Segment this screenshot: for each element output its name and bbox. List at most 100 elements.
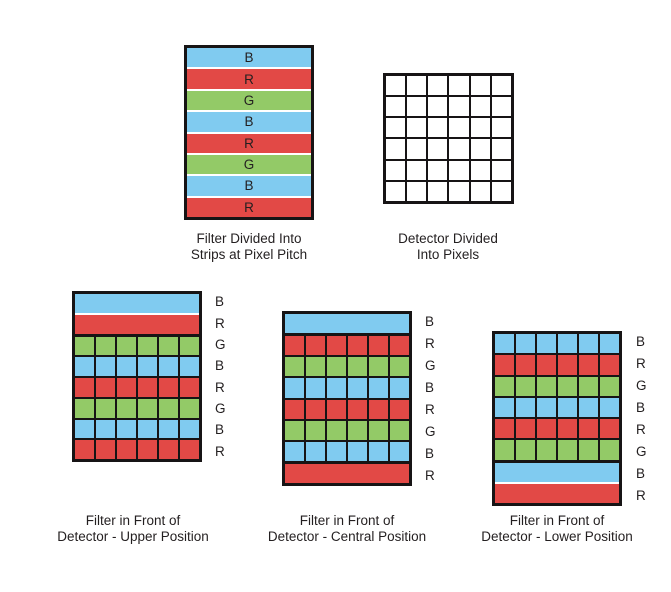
filtered-pixel-cell [304, 441, 325, 461]
filtered-pixel-cell [388, 399, 409, 419]
filter-strip-green: G [187, 90, 311, 111]
filter-strip-red: R [187, 69, 311, 89]
filtered-pixel-cell [495, 397, 514, 417]
filtered-pixel-cell [75, 378, 94, 397]
filtered-pixel-cell [285, 336, 304, 356]
detector-pixel [470, 76, 490, 96]
filtered-pixel-cell [556, 419, 577, 439]
overlay-row-blue [75, 417, 199, 439]
row-label: G [215, 401, 226, 417]
filtered-pixel-cell [535, 397, 556, 417]
overlay-row-blue [75, 355, 199, 376]
filtered-pixel-cell [157, 398, 178, 418]
filtered-pixel-cell [514, 334, 535, 354]
filtered-pixel-cell [178, 440, 199, 459]
filter-strip-green: G [187, 154, 311, 175]
filtered-pixel-cell [514, 440, 535, 460]
filtered-pixel-cell [94, 378, 115, 397]
overlay-row-green [495, 438, 619, 460]
detector-pixel [491, 139, 511, 159]
filtered-pixel-cell [577, 376, 598, 396]
filtered-pixel-cell [115, 378, 136, 397]
row-label: R [425, 336, 435, 352]
overlay-central-position-diagram [282, 311, 412, 486]
detector-pixel [470, 118, 490, 138]
detector-pixel [428, 160, 448, 180]
filtered-pixel-cell [178, 419, 199, 439]
filtered-pixel-cell [388, 336, 409, 356]
filtered-pixel-cell [598, 355, 619, 375]
filtered-pixel-cell [136, 419, 157, 439]
overlay-row-red [495, 481, 619, 503]
filtered-pixel-cell [367, 378, 388, 398]
detector-pixel [386, 76, 406, 96]
strip-letter: B [244, 178, 254, 194]
caption-line: Detector - Upper Position [57, 528, 209, 544]
filtered-pixel-cell [136, 440, 157, 459]
overlay-upper-caption: Filter in Front of Detector - Upper Posi… [28, 513, 238, 544]
filtered-pixel-cell [94, 398, 115, 418]
filtered-pixel-cell [598, 440, 619, 460]
filtered-pixel-cell [598, 397, 619, 417]
detector-pixel [491, 97, 511, 117]
strip-letter: G [243, 92, 255, 108]
detector-pixel [386, 97, 406, 117]
overlay-row-red [75, 312, 199, 334]
filtered-pixel-cell [285, 357, 304, 377]
detector-grid-diagram [383, 73, 514, 204]
row-label: G [636, 443, 647, 459]
row-label: R [425, 401, 435, 417]
filter-strip-blue: B [187, 176, 311, 196]
filtered-pixel-cell [136, 357, 157, 376]
caption-line: Detector - Central Position [267, 528, 427, 544]
overlay-row-green [495, 374, 619, 396]
filtered-pixel-cell [577, 440, 598, 460]
row-label: B [215, 294, 225, 310]
filtered-pixel-cell [388, 441, 409, 461]
filtered-pixel-cell [178, 357, 199, 376]
filtered-pixel-cell [346, 420, 367, 440]
filtered-pixel-cell [556, 355, 577, 375]
filtered-pixel-cell [75, 440, 94, 459]
filtered-pixel-cell [535, 355, 556, 375]
filtered-pixel-cell [388, 420, 409, 440]
filtered-pixel-cell [285, 420, 304, 440]
overlay-row-red [75, 438, 199, 459]
filtered-pixel-cell [75, 419, 94, 439]
caption-line: Filter in Front of [85, 513, 181, 528]
overlay-row-red [285, 333, 409, 356]
overlay-row-blue [495, 459, 619, 482]
detector-pixel [449, 160, 469, 180]
filtered-pixel-cell [94, 357, 115, 376]
detector-pixel [407, 160, 427, 180]
filtered-pixel-cell [346, 336, 367, 356]
row-label: B [636, 400, 646, 416]
filtered-pixel-cell [304, 399, 325, 419]
filtered-pixel-cell [598, 419, 619, 439]
filter-strip-red: R [187, 133, 311, 153]
filtered-pixel-cell [577, 397, 598, 417]
filtered-pixel-cell [157, 378, 178, 397]
filtered-pixel-cell [367, 441, 388, 461]
filtered-pixel-cell [367, 357, 388, 377]
filtered-pixel-cell [136, 398, 157, 418]
caption-line: Detector - Lower Position [481, 528, 633, 544]
detector-pixel [470, 160, 490, 180]
overlay-row-green [75, 333, 199, 356]
detector-pixel [428, 118, 448, 138]
overlay-row-red [495, 353, 619, 375]
filtered-pixel-cell [556, 334, 577, 354]
strip-letter: B [244, 114, 254, 130]
filtered-pixel-cell [346, 357, 367, 377]
filtered-pixel-cell [535, 376, 556, 396]
detector-pixel [407, 118, 427, 138]
filter-caption: Filter Divided Into Strips at Pixel Pitc… [144, 231, 354, 262]
filtered-pixel-cell [178, 378, 199, 397]
overlay-row-blue [495, 395, 619, 417]
filtered-pixel-cell [94, 419, 115, 439]
filtered-pixel-cell [75, 336, 94, 356]
detector-pixel [407, 76, 427, 96]
row-label: R [215, 443, 225, 459]
